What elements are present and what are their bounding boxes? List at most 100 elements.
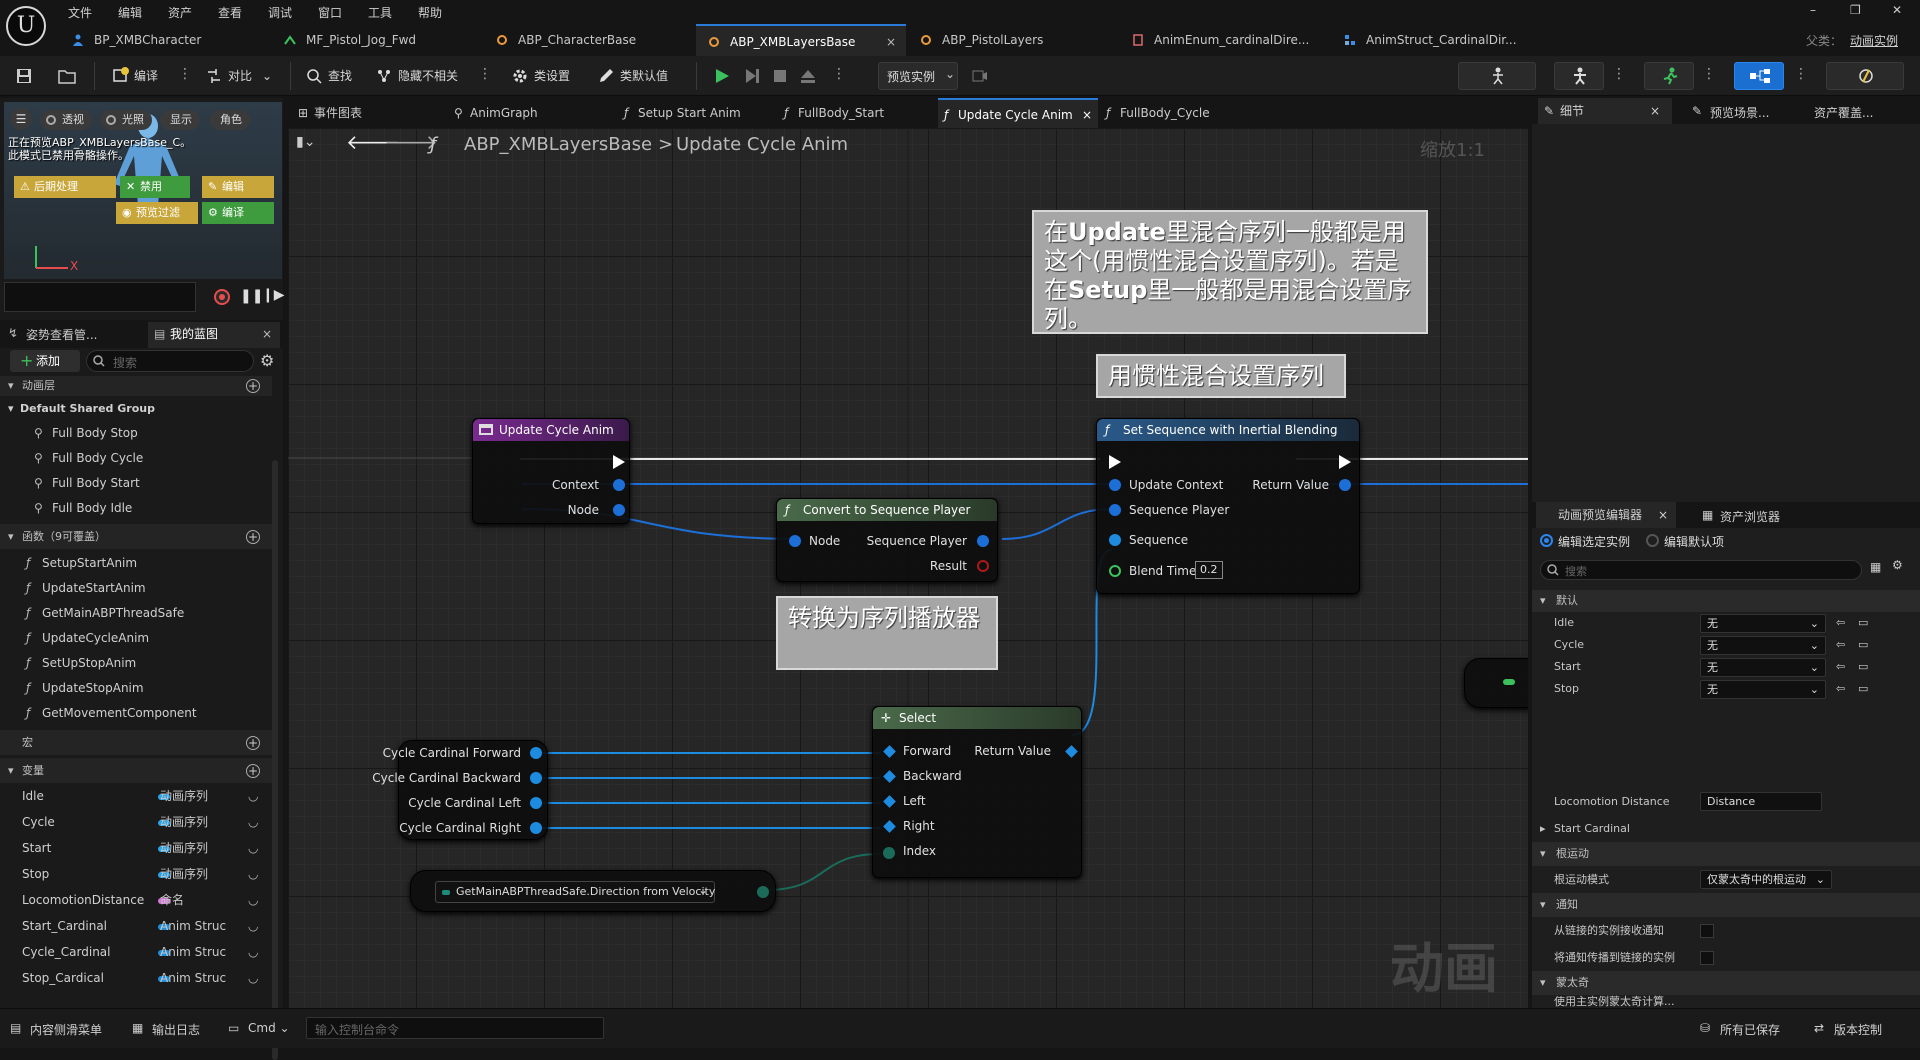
- character-button[interactable]: 角色: [210, 110, 250, 130]
- add-function-icon[interactable]: +: [246, 530, 260, 544]
- tab-mf-pistol[interactable]: MF_Pistol_Jog_Fwd: [272, 24, 482, 56]
- blend-time-input[interactable]: 0.2: [1195, 561, 1223, 579]
- compile-options-icon[interactable]: ⋮: [178, 66, 192, 82]
- eject-icon[interactable]: [800, 68, 816, 84]
- property-row[interactable]: ▸Start Cardinal: [1532, 815, 1920, 842]
- preview-instance-dropdown[interactable]: 预览实例 ⌄: [878, 62, 958, 90]
- tab-asset-override[interactable]: 资产覆盖...: [1814, 106, 1874, 120]
- hide-unrelated-button[interactable]: 隐藏不相关: [376, 66, 476, 86]
- return-value-pin[interactable]: [1339, 479, 1351, 491]
- blueprint-graph[interactable]: ▮⌄ 🡐 🡒 ƒ ABP_XMBLayersBase > Update Cycl…: [288, 128, 1528, 1008]
- record-icon[interactable]: [214, 289, 230, 305]
- play-options-icon[interactable]: ⋮: [832, 66, 846, 82]
- tab-abp-pistollayers[interactable]: ABP_PistolLayers: [908, 24, 1118, 56]
- var-getter-left[interactable]: Cycle Cardinal Left: [408, 796, 521, 810]
- tab-pose-watch[interactable]: ↯姿势查看管...: [8, 326, 98, 342]
- tab-animenum[interactable]: AnimEnum_cardinalDire...: [1120, 24, 1330, 56]
- settings-gear-icon[interactable]: ⚙: [1892, 558, 1903, 572]
- tab-details[interactable]: ✎细节×: [1538, 98, 1672, 124]
- forward-arrow-icon[interactable]: 🡒: [384, 130, 438, 154]
- asset-picker-dropdown[interactable]: 无⌄: [1700, 658, 1826, 677]
- stop-icon[interactable]: [772, 68, 788, 84]
- add-variable-icon[interactable]: +: [246, 764, 260, 778]
- var-getter-forward[interactable]: Cycle Cardinal Forward: [382, 746, 521, 760]
- blend-time-pin[interactable]: [1109, 565, 1121, 577]
- tab-event-graph[interactable]: ⊞事件图表: [294, 98, 444, 128]
- comment-box-1[interactable]: 在Update里混合序列一般都是用这个(用惯性混合设置序列)。若是在Setup里…: [1032, 210, 1428, 334]
- close-tab-icon[interactable]: ×: [261, 327, 272, 341]
- exec-out-pin[interactable]: [1339, 455, 1351, 469]
- show-button[interactable]: 显示: [160, 110, 200, 130]
- eye-visibility-icon[interactable]: ◡: [248, 841, 259, 855]
- var-out-pin[interactable]: [530, 822, 542, 834]
- all-saved-button[interactable]: ⛁所有已保存: [1700, 1021, 1781, 1037]
- sequence-player-out-pin[interactable]: [977, 535, 989, 547]
- physics-mode-button[interactable]: [1826, 62, 1904, 90]
- tab-asset-browser[interactable]: ▦资产浏览器: [1702, 508, 1781, 524]
- var-out-pin[interactable]: [530, 772, 542, 784]
- offscreen-node[interactable]: [1464, 658, 1528, 708]
- propagate-notify-checkbox[interactable]: [1700, 951, 1714, 965]
- comment-box-3[interactable]: 转换为序列播放器: [776, 596, 998, 670]
- settings-gear-icon[interactable]: ⚙: [260, 351, 275, 370]
- use-selected-arrow-icon[interactable]: ⇦: [1836, 682, 1846, 695]
- cmd-dropdown[interactable]: ▭Cmd ⌄: [228, 1021, 290, 1035]
- compile-button[interactable]: 编译: [112, 66, 172, 86]
- eye-visibility-icon[interactable]: ◡: [248, 971, 259, 985]
- close-window-button[interactable]: ✕: [1892, 3, 1903, 17]
- debug-filter-icon[interactable]: [972, 68, 988, 84]
- console-command-input[interactable]: 输入控制台命令: [306, 1017, 604, 1039]
- return-value-pin[interactable]: [1065, 745, 1078, 758]
- eye-visibility-icon[interactable]: ◡: [248, 789, 259, 803]
- add-button[interactable]: +添加: [10, 350, 80, 372]
- minimize-button[interactable]: –: [1810, 3, 1816, 17]
- category-notify[interactable]: ▾通知: [1532, 893, 1920, 917]
- node-in-pin[interactable]: [789, 535, 801, 547]
- class-settings-button[interactable]: 类设置: [512, 66, 582, 86]
- node-select[interactable]: ✛ Select Forward Return Value Backward L…: [872, 706, 1082, 878]
- exec-out-pin[interactable]: [613, 455, 625, 469]
- direction-dropdown[interactable]: GetMainABPThreadSafe.Direction from Velo…: [435, 881, 715, 903]
- back-arrow-icon[interactable]: 🡐: [346, 130, 400, 154]
- step-forward-icon[interactable]: ❙▶: [262, 287, 285, 303]
- menu-tools[interactable]: 工具: [368, 6, 393, 20]
- menu-asset[interactable]: 资产: [168, 6, 193, 20]
- close-tab-icon[interactable]: ×: [1650, 104, 1661, 118]
- tree-item-layer[interactable]: ⚲Full Body Stop: [0, 421, 272, 446]
- viewport-menu-icon[interactable]: ☰: [10, 108, 32, 130]
- sequence-player-in-pin[interactable]: [1109, 504, 1121, 516]
- more-options-icon[interactable]: ⋮: [478, 66, 492, 82]
- tab-abp-characterbase[interactable]: ABP_CharacterBase: [484, 24, 694, 56]
- eye-visibility-icon[interactable]: ◡: [248, 945, 259, 959]
- asset-picker-dropdown[interactable]: 无⌄: [1700, 636, 1826, 655]
- tab-preview-scene[interactable]: ✎预览场景...: [1692, 104, 1770, 120]
- edit-postprocess-button[interactable]: ✎编辑: [202, 176, 274, 198]
- node-update-cycle-anim[interactable]: Update Cycle Anim Context Node: [472, 418, 630, 524]
- play-icon[interactable]: [714, 68, 730, 84]
- tree-item-layer[interactable]: ⚲Full Body Start: [0, 471, 272, 496]
- menu-view[interactable]: 查看: [218, 6, 243, 20]
- mesh-mode-button[interactable]: [1554, 62, 1604, 90]
- browse-asset-icon[interactable]: ▭: [1858, 616, 1869, 629]
- tab-abp-xmblayersbase[interactable]: ABP_XMBLayersBase ×: [696, 24, 906, 56]
- maximize-button[interactable]: ❐: [1850, 3, 1861, 17]
- use-selected-arrow-icon[interactable]: ⇦: [1836, 616, 1846, 629]
- edit-default-radio[interactable]: [1646, 534, 1659, 547]
- menu-debug[interactable]: 调试: [268, 6, 293, 20]
- use-selected-arrow-icon[interactable]: ⇦: [1836, 660, 1846, 673]
- table-view-icon[interactable]: ▦: [1870, 560, 1882, 574]
- eye-visibility-icon[interactable]: ◡: [248, 893, 259, 907]
- menu-file[interactable]: 文件: [68, 6, 93, 20]
- index-pin[interactable]: [883, 847, 895, 859]
- browse-asset-icon[interactable]: ▭: [1858, 682, 1869, 695]
- update-context-pin[interactable]: [1109, 479, 1121, 491]
